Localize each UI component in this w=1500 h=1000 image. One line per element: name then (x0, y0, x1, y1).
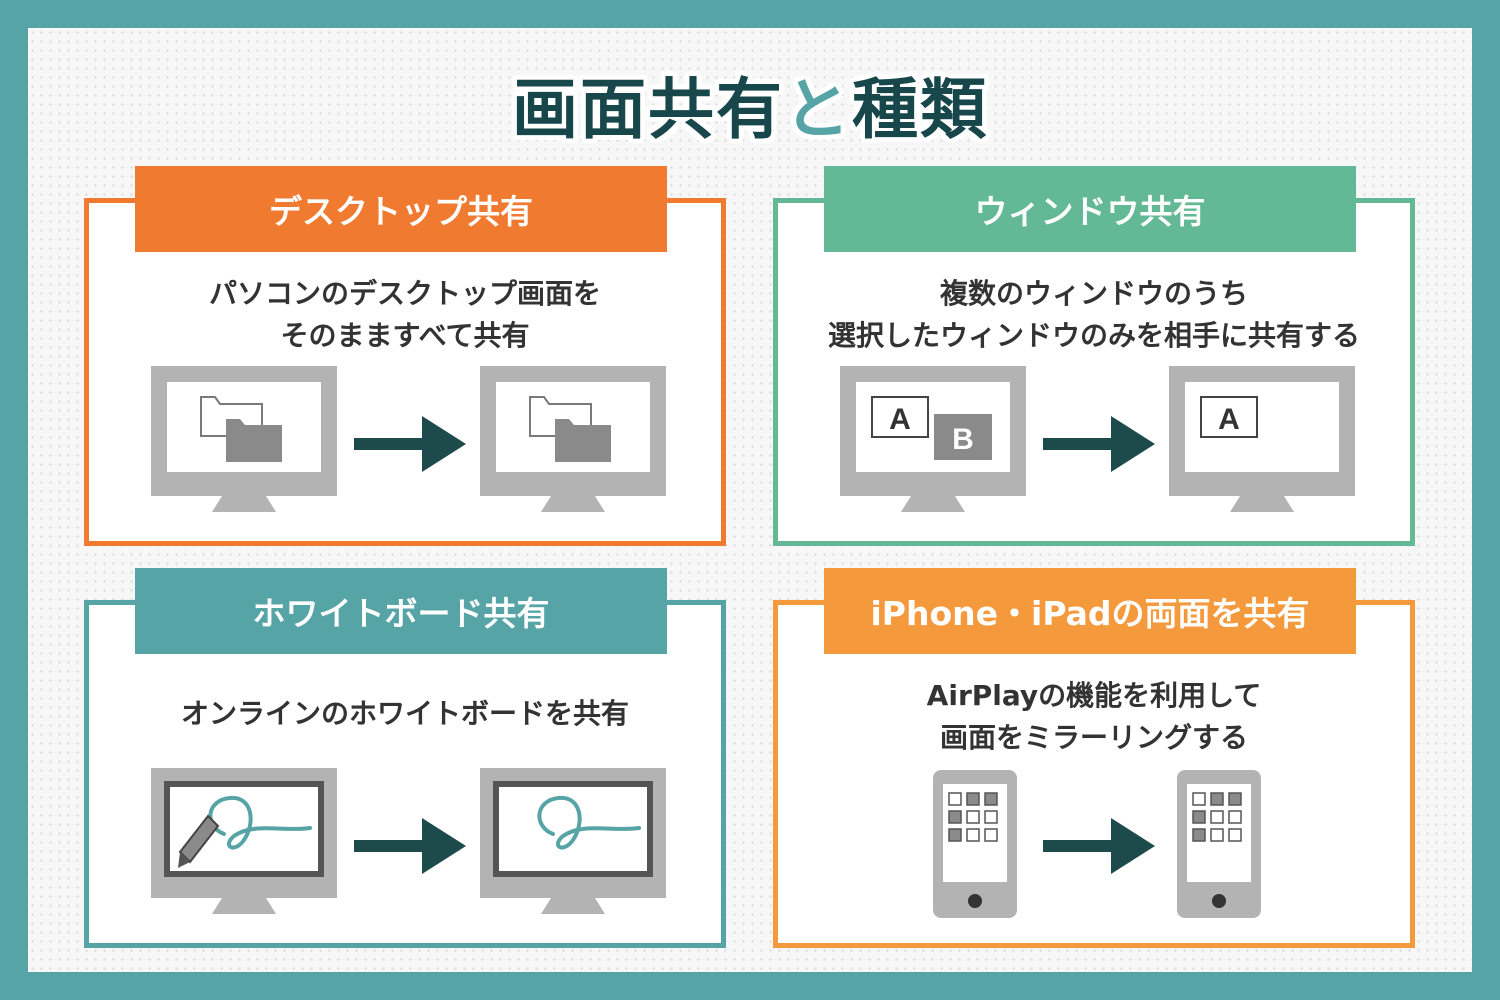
iphone-illustration (933, 770, 1261, 918)
arrow-right-icon (1043, 416, 1155, 472)
title-part-1: 画面共有 (512, 71, 784, 148)
panel-iphone-description: AirPlayの機能を利用して 画面をミラーリングする (778, 675, 1410, 759)
monitor-icon (1169, 366, 1355, 512)
window-a-label: A (889, 403, 911, 436)
panel-desktop-description: パソコンのデスクトップ画面を そのまますべて共有 (89, 273, 721, 357)
smartphone-icon (933, 770, 1017, 918)
folder-icon (200, 396, 282, 462)
window-illustration: A B A (840, 366, 1355, 512)
desktop-illustration (151, 366, 666, 512)
title-part-2: と (784, 71, 852, 148)
window-desc-line-1: 複数のウィンドウのうち (939, 277, 1248, 310)
desktop-desc-line-1: パソコンのデスクトップ画面を (208, 277, 601, 310)
page-title: 画面共有と種類 (0, 56, 1500, 152)
mirrored-window-a-label: A (1218, 403, 1240, 436)
pen-icon (178, 814, 220, 868)
whiteboard-illustration (151, 768, 666, 914)
window-desc-line-2: 選択したウィンドウのみを相手に共有する (827, 319, 1360, 352)
panel-iphone-share: AirPlayの機能を利用して 画面をミラーリングする (773, 600, 1415, 948)
panel-window-share: 複数のウィンドウのうち 選択したウィンドウのみを相手に共有する A B A (773, 198, 1415, 546)
window-b-label: B (952, 423, 974, 456)
panel-desktop-share: パソコンのデスクトップ画面を そのまますべて共有 (84, 198, 726, 546)
folder-icon (529, 396, 611, 462)
ink-stroke (208, 795, 312, 850)
window-icon (871, 396, 992, 460)
panel-iphone-heading: iPhone・iPadの両面を共有 (824, 568, 1356, 654)
panel-whiteboard-share: オンラインのホワイトボードを共有 (84, 600, 726, 948)
arrow-right-icon (354, 416, 466, 472)
panel-whiteboard-description: オンラインのホワイトボードを共有 (89, 693, 721, 735)
title-part-3: 種類 (852, 71, 988, 148)
desktop-desc-line-2: そのまますべて共有 (280, 319, 530, 352)
monitor-icon (840, 366, 1026, 512)
mirrored-ink-stroke (537, 795, 641, 850)
smartphone-icon (1177, 770, 1261, 918)
panel-desktop-heading: デスクトップ共有 (135, 166, 667, 252)
panel-window-description: 複数のウィンドウのうち 選択したウィンドウのみを相手に共有する (778, 273, 1410, 357)
iphone-desc-line-1: AirPlayの機能を利用して (926, 679, 1262, 712)
arrow-right-icon (1043, 818, 1155, 874)
arrow-right-icon (354, 818, 466, 874)
panel-whiteboard-heading: ホワイトボード共有 (135, 568, 667, 654)
window-icon (1200, 396, 1258, 438)
panel-window-heading: ウィンドウ共有 (824, 166, 1356, 252)
whiteboard-desc-line-1: オンラインのホワイトボードを共有 (180, 697, 629, 730)
iphone-desc-line-2: 画面をミラーリングする (939, 721, 1248, 754)
